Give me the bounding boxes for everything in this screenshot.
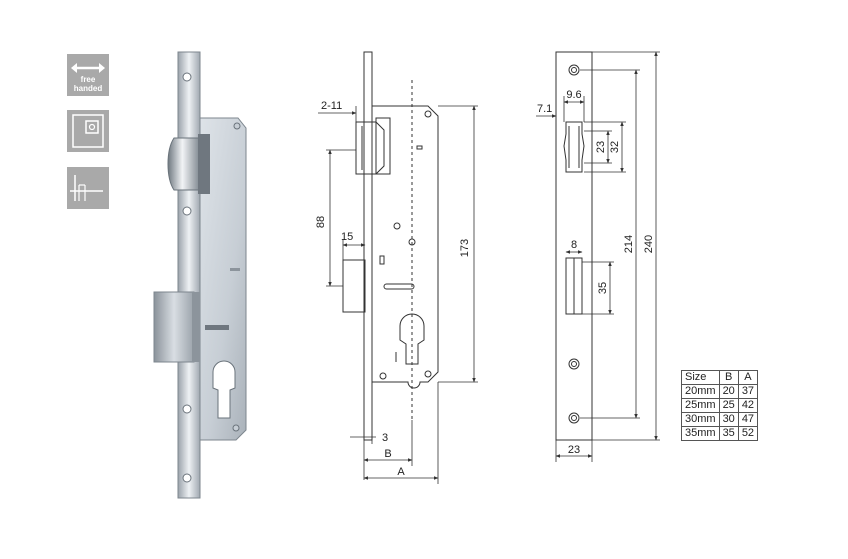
dim-240-label: 240: [643, 235, 655, 253]
body-slot: [205, 325, 229, 330]
b-cell: 25: [718, 398, 739, 413]
dim-15-label: 15: [341, 231, 353, 243]
dim-214-label: 214: [623, 235, 635, 253]
dim-8-label: 8: [571, 239, 577, 251]
side-deadbolt: [342, 259, 366, 313]
a-header: A: [737, 370, 759, 385]
side-hole-centre: [408, 238, 416, 246]
front-view-labels: 9.6 7.1 23 32 8 35 214 240 23: [537, 89, 655, 456]
side-latch-block: [375, 117, 391, 175]
dim-a-label: A: [397, 466, 405, 478]
dim-offset-label: 2-11: [321, 100, 342, 112]
handle-profile-icon: [70, 175, 103, 201]
side-view-labels: 2-11 88 15 173 3 B A: [315, 100, 471, 478]
dim-35-label: 35: [597, 282, 609, 294]
front-screw-top: [568, 64, 580, 76]
b-cell: 35: [718, 426, 739, 441]
side-hole-bottom: [424, 370, 432, 378]
a-cell: 37: [737, 384, 759, 399]
side-small-slot: [416, 145, 423, 150]
dim-3-label: 3: [382, 432, 388, 444]
size-cell: 30mm: [681, 412, 720, 427]
b-header: B: [718, 370, 739, 385]
body-slot-small: [230, 268, 240, 271]
size-header: Size: [681, 370, 720, 385]
dim-b-label: B: [384, 448, 391, 460]
lock-photo: [153, 51, 247, 499]
free-text: free: [80, 75, 96, 84]
side-cylinder-cutout: [399, 313, 425, 365]
size-table-header: Size B A: [681, 370, 759, 385]
side-latch: [355, 121, 385, 175]
latch-housing: [198, 134, 210, 194]
dim-23w-label: 23: [568, 444, 580, 456]
side-view-dimensions: [318, 105, 478, 484]
front-screw-bottom-inner: [571, 415, 577, 421]
dim-9-6-label: 9.6: [566, 89, 581, 101]
dim-173-label: 173: [459, 239, 471, 257]
body-rivet-top: [233, 122, 241, 130]
door-square-icon-tile: [67, 110, 109, 152]
side-hole-top: [424, 110, 432, 118]
side-slot: [383, 283, 415, 290]
dead-bolt-stem: [192, 292, 200, 362]
side-view-drawing: [342, 51, 439, 441]
front-view-dimensions: [536, 51, 660, 462]
front-faceplate: [555, 51, 593, 441]
dead-bolt: [153, 291, 195, 363]
front-screw-mid-inner: [571, 361, 577, 367]
b-cell: 30: [718, 412, 739, 427]
table-row: 20mm 20 37: [681, 384, 759, 399]
a-cell: 42: [737, 398, 759, 413]
free-handed-arrow-icon: [71, 63, 105, 73]
handed-text: handed: [73, 84, 103, 93]
size-cell: 35mm: [681, 426, 720, 441]
dim-88-label: 88: [315, 216, 327, 228]
front-view-drawing: [555, 51, 593, 441]
dim-32-label: 32: [609, 141, 621, 153]
a-cell: 47: [737, 412, 759, 427]
latch-bolt: [167, 137, 201, 191]
side-hole-low: [379, 372, 387, 380]
dim-7-1-label: 7.1: [537, 103, 552, 115]
side-hole-mid: [393, 222, 401, 230]
faceplate-screw-top: [182, 72, 192, 82]
lock-faceplate: [177, 51, 201, 499]
body-rivet-bottom: [232, 424, 240, 432]
handle-profile-icon-tile: [67, 167, 109, 209]
side-faceplate: [363, 51, 373, 441]
size-cell: 25mm: [681, 398, 720, 413]
front-screw-bottom: [568, 412, 580, 424]
free-handed-icon-tile: free handed: [67, 54, 109, 96]
b-cell: 20: [718, 384, 739, 399]
size-cell: 20mm: [681, 384, 720, 399]
table-row: 25mm 25 42: [681, 398, 759, 413]
a-cell: 52: [737, 426, 759, 441]
size-table: Size B A 20mm 20 37 25mm 25 42 30mm 30 4…: [681, 370, 759, 441]
side-small-slot-2: [379, 255, 385, 265]
dim-23-label: 23: [595, 141, 607, 153]
side-body-outline: [372, 105, 439, 389]
cylinder-cutout: [212, 360, 236, 419]
faceplate-screw-mid: [182, 206, 192, 216]
faceplate-screw-bottom: [182, 473, 192, 483]
faceplate-screw-low: [182, 404, 192, 414]
front-latch: [563, 121, 585, 173]
table-row: 30mm 30 47: [681, 412, 759, 427]
table-row: 35mm 35 52: [681, 426, 759, 441]
door-square-icon: [72, 114, 104, 148]
front-screw-mid: [568, 358, 580, 370]
front-screw-top-inner: [571, 67, 577, 73]
